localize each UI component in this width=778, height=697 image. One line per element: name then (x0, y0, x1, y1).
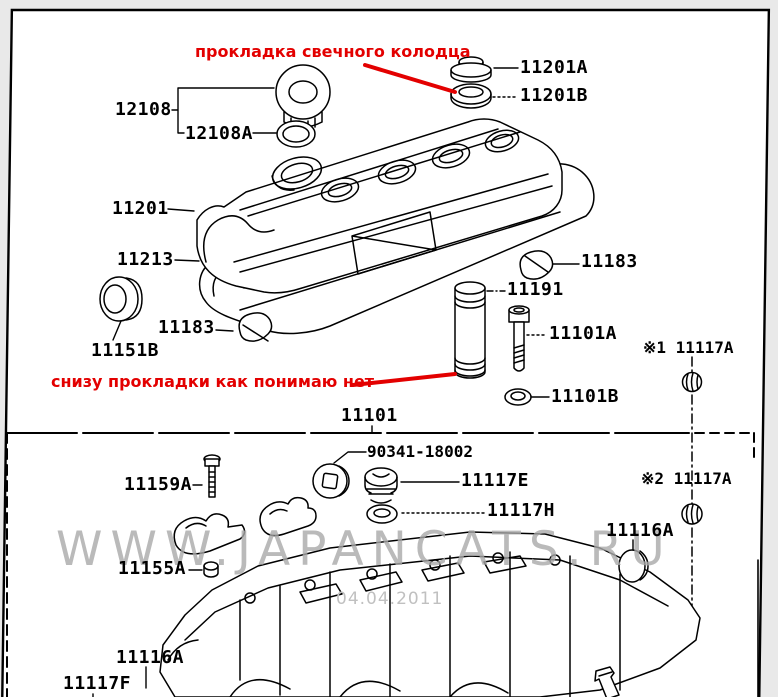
leader-lines (92, 67, 634, 697)
part-label-11159a: 11159A (124, 474, 193, 495)
screw-plug-drawing (364, 467, 398, 504)
cylinder-head-drawing (159, 531, 701, 697)
valve-cover-drawing (196, 118, 563, 294)
dashed-section-box (6, 432, 759, 697)
part-label-11201b: 11201B (520, 85, 589, 106)
bearing-cap-drawing-1 (173, 513, 246, 555)
part-label-11101a: 11101A (549, 323, 618, 344)
part-label-11116a-right: 11116A (606, 520, 675, 541)
round-plug-drawing (618, 549, 649, 583)
part-label-11101: 11101 (341, 405, 398, 426)
part-label-11101b: 11101B (551, 386, 620, 407)
part-label-90341-18002: 90341-18002 (367, 442, 473, 461)
half-moon-plug-left-drawing (238, 312, 273, 342)
half-moon-plug-right-drawing (519, 250, 554, 280)
head-bolt-drawing (508, 305, 530, 372)
red-annotation-lines (351, 63, 457, 387)
part-label-11201a: 11201A (520, 57, 589, 78)
oil-filler-cap-drawing (275, 64, 331, 131)
watermark-site: WWW.JAPANCATS.RU (56, 522, 673, 577)
part-label-11117a-note1: ※1 11117A (643, 338, 734, 357)
taper-plug-drawing (312, 463, 350, 499)
bearing-cap-drawing-2 (259, 496, 317, 537)
spark-plug-tube-drawing (454, 281, 486, 379)
part-label-11213: 11213 (117, 249, 174, 270)
plug-gasket-drawing (366, 504, 398, 524)
cover-seal-washer-drawing (450, 83, 492, 109)
head-plug-note1-drawing (681, 371, 703, 393)
annotation-no-gasket-below: снизу прокладки как понимаю нет (51, 372, 375, 391)
part-label-11151b: 11151B (91, 340, 160, 361)
part-label-12108a: 12108A (185, 123, 254, 144)
watermark-date: 04.04.2011 (336, 589, 444, 609)
part-label-11201: 11201 (112, 198, 169, 219)
annotation-spark-well-gasket: прокладка свечного колодца (195, 42, 471, 61)
part-label-11155a: 11155A (118, 558, 187, 579)
head-plug-note2-drawing (681, 503, 703, 525)
camshaft-seal-drawing (99, 276, 143, 322)
stud-bolt-drawing (203, 454, 221, 498)
part-label-11183-right: 11183 (581, 251, 638, 272)
part-label-11116a-left: 11116A (116, 647, 185, 668)
bolt-washer-drawing (504, 388, 532, 406)
small-bolt-drawing (594, 666, 620, 697)
part-label-12108: 12108 (115, 99, 172, 120)
part-label-11117h: 11117H (487, 500, 556, 521)
part-label-11117a-note2: ※2 11117A (641, 469, 732, 488)
cover-grommet-drawing (450, 56, 492, 83)
part-label-11183-left: 11183 (158, 317, 215, 338)
part-label-11117f: 11117F (63, 673, 132, 694)
part-label-11191: 11191 (507, 279, 564, 300)
small-cap-drawing (203, 561, 219, 578)
part-label-11117e: 11117E (461, 470, 530, 491)
oil-cap-oring-drawing (276, 120, 316, 148)
